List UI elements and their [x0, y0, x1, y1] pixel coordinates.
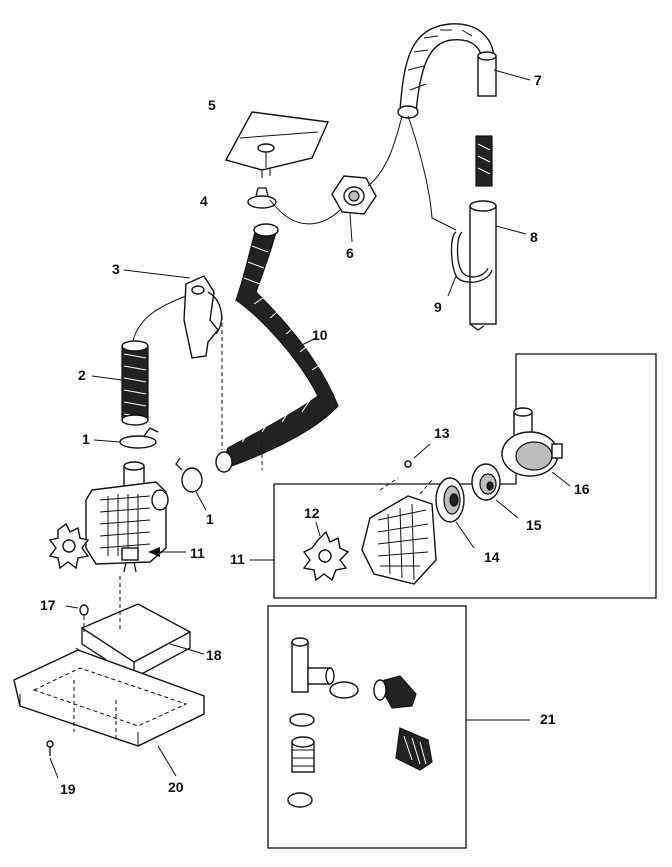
callout-16: 16	[574, 481, 590, 497]
lead-1a	[93, 439, 121, 443]
lead-20	[157, 745, 177, 777]
callout-11a: 11	[190, 545, 205, 561]
short-hose-part	[121, 340, 149, 426]
connector-line-3	[131, 295, 187, 347]
lead-17	[65, 605, 79, 609]
pump-assembly-part	[48, 461, 169, 573]
callout-14: 14	[484, 549, 500, 565]
lead-12	[315, 521, 321, 537]
callout-2: 2	[78, 367, 86, 383]
base-frame-part-20	[13, 649, 205, 747]
callout-7: 7	[534, 72, 542, 88]
deflector-plate-part	[224, 111, 330, 178]
lead-16	[551, 471, 571, 487]
dashed-guide-pump	[83, 576, 121, 632]
connector-line-4	[269, 199, 341, 225]
lead-8	[495, 225, 527, 235]
callout-3: 3	[112, 261, 120, 277]
hose-kit-parts	[287, 637, 433, 808]
gasket-part-15	[471, 463, 501, 501]
callout-6: 6	[346, 245, 354, 261]
screw-part-13	[404, 460, 412, 468]
lead-6	[349, 213, 353, 243]
pump-cover-part-16	[501, 407, 563, 477]
lead-9	[447, 275, 457, 297]
hose-clamp-part	[247, 187, 277, 209]
hose-kit-inset	[267, 605, 467, 849]
clamp-part-1b	[175, 457, 203, 493]
callout-5: 5	[208, 97, 216, 113]
callout-15: 15	[526, 517, 542, 533]
hose-nut-part	[331, 175, 377, 215]
seal-part-14	[435, 477, 465, 523]
callout-9: 9	[434, 299, 442, 315]
connector-line-6	[367, 115, 403, 187]
hose-support-part	[183, 275, 223, 359]
lead-2	[91, 375, 123, 381]
arrow-11a	[148, 547, 160, 557]
impeller-part-12	[302, 530, 350, 582]
callout-20: 20	[168, 779, 184, 795]
callout-21: 21	[540, 711, 556, 727]
callout-17: 17	[40, 597, 56, 613]
screw-part-19	[46, 740, 54, 756]
callout-1a: 1	[82, 431, 90, 447]
lead-15	[495, 499, 519, 519]
motor-housing-part	[361, 477, 437, 585]
clamp-part-1a	[119, 427, 159, 449]
callout-18: 18	[206, 647, 222, 663]
lead-18	[169, 643, 205, 655]
pump-hose-part	[215, 223, 339, 473]
callout-1b: 1	[206, 511, 214, 527]
lead-14	[455, 521, 475, 549]
lead-1b	[195, 491, 207, 511]
lead-3	[123, 269, 191, 279]
callout-4: 4	[200, 193, 208, 209]
dashed-guide-10	[221, 316, 263, 470]
callout-10: 10	[312, 327, 328, 343]
callout-13: 13	[434, 425, 450, 441]
drain-hose-part	[397, 23, 497, 331]
lead-19	[49, 757, 59, 779]
pump-components-inset	[273, 353, 657, 599]
callout-12: 12	[304, 505, 320, 521]
callout-19: 19	[60, 781, 76, 797]
dashed-lead-hose	[407, 115, 457, 231]
lead-7	[493, 69, 531, 81]
lead-13	[413, 443, 431, 459]
callout-11b: 11	[230, 551, 245, 567]
lead-10	[295, 337, 317, 349]
callout-8: 8	[530, 229, 538, 245]
screw-part-17	[79, 604, 89, 616]
